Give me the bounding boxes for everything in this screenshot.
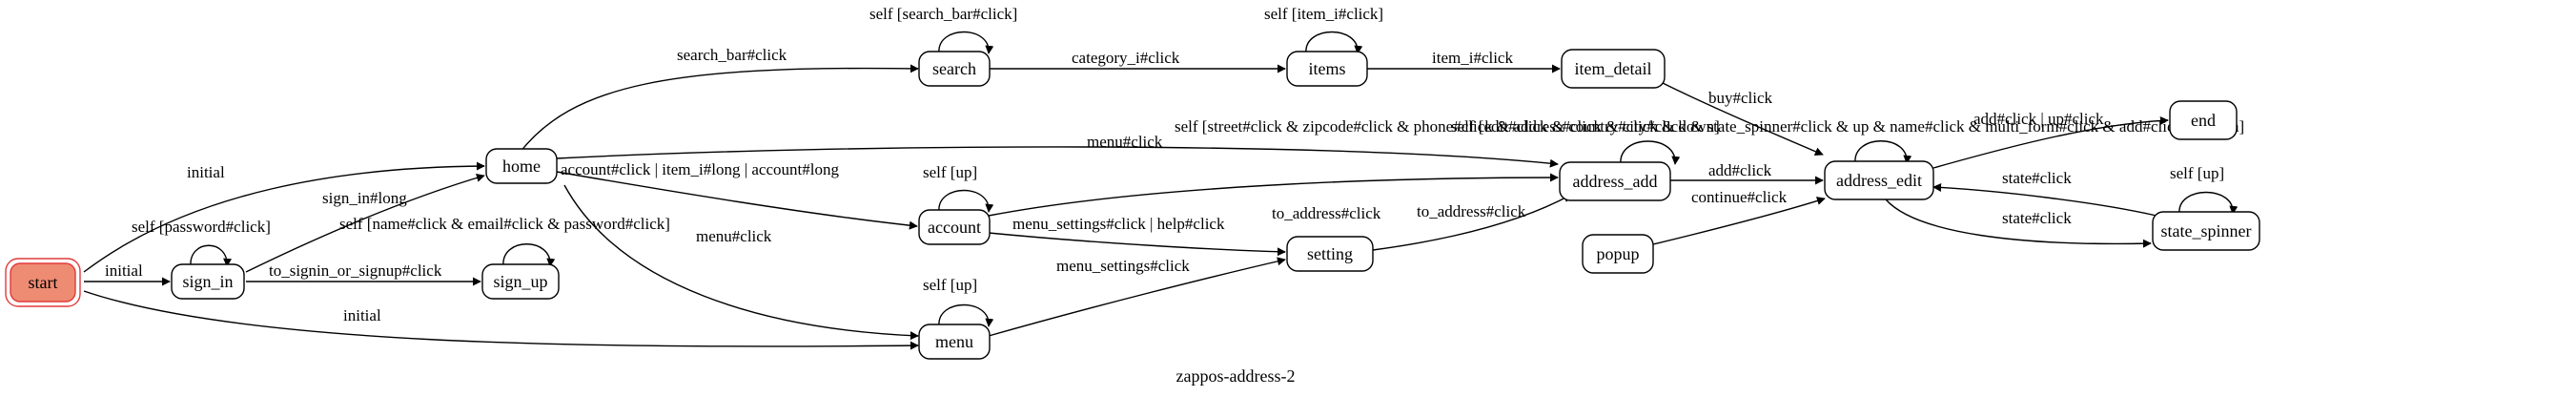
edge-account-addressadd [988,173,1559,217]
edge-label-addressedit-statespinner: state#click [2002,209,2072,227]
edge-label-addressedit-end: add#click | up#click [1973,110,2104,128]
edge-home-search [519,64,919,154]
node-label-address-edit: address_edit [1836,171,1922,190]
edge-statespinner-addressedit [1932,182,2157,217]
node-label-menu: menu [935,332,973,351]
edge-popup-addressedit [1652,197,1826,245]
edge-setting-addressadd [1372,194,1572,251]
edge-label-home-search: search_bar#click [677,46,787,64]
edge-signup-self [502,243,556,267]
edge-label-setting-addressadd: to_address#click [1417,202,1526,220]
edge-addressadd-self [1620,140,1681,165]
edge-label-signin-signup: to_signin_or_signup#click [269,261,442,280]
node-search[interactable]: search [918,51,991,87]
node-address-edit[interactable]: address_edit [1824,160,1934,200]
edge-start-menu [83,290,919,350]
edge-label-account-addressadd: to_address#click [1272,204,1381,222]
edge-label-account-setting: menu_settings#click | help#click [1012,215,1225,233]
node-items[interactable]: items [1286,51,1368,87]
edge-statespinner-self [2178,191,2239,215]
node-popup[interactable]: popup [1582,234,1654,274]
edge-home-menu [563,184,919,341]
edge-search-self [938,31,994,54]
edge-label-signin-self: self [password#click] [132,218,271,236]
diagram-title: zappos-address-2 [1176,366,1296,386]
edge-label-search-self: self [search_bar#click] [869,5,1017,23]
node-label-popup: popup [1597,244,1640,263]
node-label-home: home [502,157,541,176]
edge-label-items-itemdetail: item_i#click [1432,49,1513,67]
node-label-search: search [932,59,976,78]
edge-signin-home [245,173,485,273]
node-label-setting: setting [1307,244,1353,263]
node-account[interactable]: account [918,209,991,245]
node-item-detail[interactable]: item_detail [1561,49,1666,89]
node-end[interactable]: end [2169,100,2238,140]
node-setting[interactable]: setting [1286,236,1374,272]
edge-label-account-self: self [up] [923,163,977,181]
edge-addressedit-end [1932,115,2169,169]
node-label-account: account [928,218,981,237]
edge-items-self [1305,31,1363,54]
edge-itemdetail-addressedit [1660,81,1824,156]
edge-label-menu-self: self [up] [923,276,977,294]
edge-label-addressadd-self: self [street#click & zipcode#click & pho… [1175,117,2244,136]
edge-label-addressedit-self: self [edit#click & country#click & down] [1451,117,1720,136]
node-label-sign-in: sign_in [182,272,233,291]
node-label-item-detail: item_detail [1575,59,1652,78]
edge-label-menu-setting: menu_settings#click [1056,257,1190,275]
edge-label-home-menu: menu#click [696,227,772,245]
node-start[interactable]: start [5,258,81,307]
edge-menu-self [938,303,994,327]
edge-label-items-self: self [item_i#click] [1264,5,1383,23]
edge-account-setting [988,232,1286,257]
edge-label-search-items: category_i#click [1072,49,1180,67]
edge-addressedit-statespinner [1885,198,2152,248]
edge-label-signup-self: self [name#click & email#click & passwor… [339,215,670,233]
edge-signin-self [190,244,233,267]
edge-label-start-menu: initial [343,306,381,324]
node-label-address-add: address_add [1573,172,1658,191]
node-sign-in[interactable]: sign_in [171,263,245,300]
edge-menu-setting [988,257,1286,337]
edge-label-start-home: initial [187,163,225,181]
node-address-add[interactable]: address_add [1559,161,1671,201]
edge-label-start-signin: initial [105,261,143,280]
nodes: start sign_in sign_up home search items … [5,49,2260,360]
edge-start-home [83,161,485,273]
node-home[interactable]: home [485,148,558,184]
edge-label-home-addressadd: menu#click [1087,133,1163,151]
edge-label-signin-home: sign_in#long [322,189,407,207]
edge-home-account [556,171,918,230]
edges: initial initial initial self [password#c… [83,5,2244,350]
node-label-end: end [2191,111,2216,130]
node-label-state-spinner: state_spinner [2161,221,2252,240]
node-sign-up[interactable]: sign_up [481,263,560,300]
edge-label-statespinner-self: self [up] [2170,164,2224,182]
node-state-spinner[interactable]: state_spinner [2152,211,2260,251]
node-label-start: start [29,273,58,292]
edge-addressedit-self [1854,140,1912,164]
edge-label-addressadd-addressedit: add#click [1708,161,1772,179]
edge-label-statespinner-addressedit: state#click [2002,169,2072,187]
edge-label-itemdetail-addressedit: buy#click [1708,89,1773,107]
node-menu[interactable]: menu [918,324,991,360]
node-label-items: items [1309,59,1346,78]
edge-label-home-account: account#click | item_i#long | account#lo… [561,160,839,178]
edge-account-self [938,189,994,213]
edge-home-addressadd [556,146,1559,168]
node-label-sign-up: sign_up [493,272,547,291]
edge-label-popup-addressedit: continue#click [1691,188,1788,206]
